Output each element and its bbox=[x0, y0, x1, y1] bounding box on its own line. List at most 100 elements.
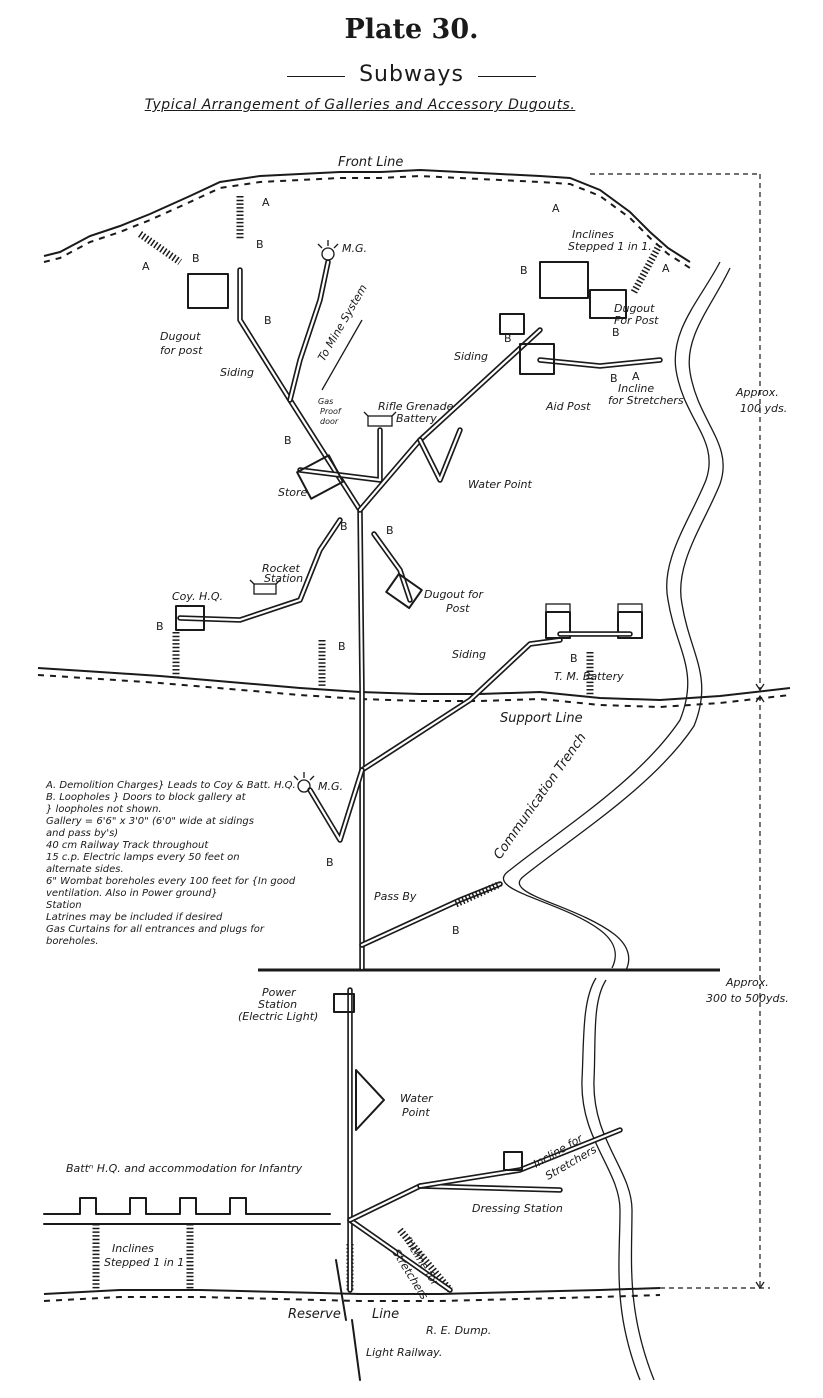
marker-b: B bbox=[256, 238, 264, 251]
marker-b: B bbox=[612, 326, 620, 339]
approx-bottom-label: Approx. bbox=[725, 976, 769, 989]
store-label: Store bbox=[278, 486, 308, 499]
siding-left-label: Siding bbox=[220, 366, 254, 379]
rocket-station-label-2: Station bbox=[264, 572, 303, 585]
incline-stretchers-label: Incline bbox=[618, 382, 654, 395]
subtitle-row: Subways bbox=[0, 62, 823, 87]
legend-line: and pass by's) bbox=[46, 828, 119, 839]
dressing-station-label: Dressing Station bbox=[472, 1202, 563, 1215]
upper-chambers bbox=[175, 261, 643, 639]
marker-b: B bbox=[452, 924, 460, 937]
reserve-line-label-suffix: Line bbox=[372, 1307, 399, 1322]
water-point-lower-label: Water bbox=[400, 1092, 434, 1105]
power-station-label: Power bbox=[262, 986, 297, 999]
communication-trench-label: Communication Trench bbox=[491, 730, 590, 862]
legend-line: Latrines may be included if desired bbox=[46, 912, 223, 923]
legend-line: 40 cm Railway Track throughout bbox=[46, 840, 209, 851]
communication-trench bbox=[502, 261, 731, 1381]
marker-b: B bbox=[504, 332, 512, 345]
power-station-label-3: (Electric Light) bbox=[238, 1010, 318, 1023]
approx-top-label-2: 100 yds. bbox=[740, 402, 787, 415]
dugout-post-right-label-2: For Post bbox=[614, 314, 659, 327]
inclines-stepped-lower-label: Inclines bbox=[112, 1242, 154, 1255]
legend-line: ventilation. Also in Power ground} bbox=[46, 888, 218, 899]
marker-b: B bbox=[340, 520, 348, 533]
gas-proof-door-label-2: Proof bbox=[320, 407, 342, 416]
approx-top-label: Approx. bbox=[735, 386, 779, 399]
legend-line: Gallery = 6'6" x 3'0" (6'0" wide at sidi… bbox=[46, 816, 254, 827]
marker-a: A bbox=[262, 196, 270, 209]
dugout-post-left-label: Dugout bbox=[160, 330, 201, 343]
tm-battery-label: T. M. Battery bbox=[554, 670, 624, 683]
aid-post-label: Aid Post bbox=[545, 400, 591, 413]
siding-right-label: Siding bbox=[454, 350, 488, 363]
legend-line: A. Demolition Charges} Leads to Coy & Ba… bbox=[46, 780, 296, 791]
rifle-grenade-label: Rifle Grenade bbox=[378, 400, 454, 413]
power-station-label-2: Station bbox=[258, 998, 297, 1011]
title-rule-right bbox=[477, 76, 536, 77]
rifle-grenade-label-2: Battery bbox=[396, 412, 437, 425]
legend-line: alternate sides. bbox=[46, 864, 124, 875]
legend-line: 15 c.p. Electric lamps every 50 feet on bbox=[46, 852, 240, 863]
mg-emplacement-lower bbox=[293, 772, 315, 793]
legend-line: boreholes. bbox=[46, 936, 99, 947]
mine-system-line bbox=[321, 319, 363, 391]
letter-markers: A A B B B B B B A A B B B B A B B B B B bbox=[142, 196, 670, 937]
marker-b: B bbox=[326, 856, 334, 869]
pass-by-label: Pass By bbox=[374, 890, 417, 903]
legend-line: } loopholes not shown. bbox=[46, 804, 162, 815]
caption: Typical Arrangement of Galleries and Acc… bbox=[144, 97, 576, 113]
upper-galleries bbox=[177, 259, 663, 971]
dugout-post-mid-label: Dugout for bbox=[424, 588, 485, 601]
inclines-stepped-top-label-2: Stepped 1 in 1. bbox=[568, 240, 652, 253]
title-rule-left bbox=[287, 76, 346, 77]
support-line-label: Support Line bbox=[500, 711, 583, 726]
reserve-line-trench bbox=[43, 1287, 661, 1302]
rocket-station-label: Rocket bbox=[262, 562, 301, 575]
light-railway-label: Light Railway. bbox=[366, 1346, 442, 1359]
marker-a: A bbox=[662, 262, 670, 275]
mg-top-label: M.G. bbox=[342, 242, 367, 255]
water-point-lower-label-2: Point bbox=[402, 1106, 430, 1119]
marker-b: B bbox=[520, 264, 528, 277]
dugout-post-right-label: Dugout bbox=[614, 302, 655, 315]
lower-galleries bbox=[43, 987, 623, 1381]
legend-line: B. Loopholes } Doors to block gallery at bbox=[46, 792, 246, 803]
water-point-label: Water Point bbox=[468, 478, 533, 491]
mg-lower-label: M.G. bbox=[318, 780, 343, 793]
marker-a: A bbox=[552, 202, 560, 215]
approx-bottom-label-2: 300 to 500yds. bbox=[706, 992, 789, 1005]
tm-battery-emplacements bbox=[545, 603, 643, 613]
incline-stretchers-label-2: for Stretchers bbox=[608, 394, 684, 407]
reserve-line-label: Reserve bbox=[288, 1307, 341, 1322]
marker-b: B bbox=[192, 252, 200, 265]
marker-b: B bbox=[610, 372, 618, 385]
legend-line: Gas Curtains for all entrances and plugs… bbox=[46, 924, 265, 935]
support-line-trench bbox=[37, 667, 791, 709]
marker-a: A bbox=[632, 370, 640, 383]
marker-b: B bbox=[570, 652, 578, 665]
battn-hq-label: Battⁿ H.Q. and accommodation for Infantr… bbox=[66, 1162, 303, 1175]
dugout-post-left-label-2: for post bbox=[160, 344, 203, 357]
plate-title: Plate 30. bbox=[344, 14, 479, 45]
coy-hq-label: Coy. H.Q. bbox=[172, 590, 223, 603]
inclines-stepped-lower-label-2: Stepped 1 in 1 bbox=[104, 1256, 184, 1269]
marker-b: B bbox=[284, 434, 292, 447]
mg-emplacement-top bbox=[317, 240, 339, 261]
legend-line: Station bbox=[46, 900, 82, 911]
marker-a: A bbox=[142, 260, 150, 273]
gas-proof-door-label-3: door bbox=[320, 417, 339, 426]
marker-b: B bbox=[264, 314, 272, 327]
inclines-stepped-top-label: Inclines bbox=[572, 228, 614, 241]
front-line-label: Front Line bbox=[338, 155, 403, 170]
subtitle: Subways bbox=[359, 62, 464, 87]
front-line-trench bbox=[43, 168, 691, 269]
distance-markers bbox=[590, 173, 770, 1290]
re-dump-label: R. E. Dump. bbox=[426, 1324, 491, 1337]
marker-b: B bbox=[338, 640, 346, 653]
rifle-grenade-battery bbox=[363, 411, 397, 427]
marker-b: B bbox=[156, 620, 164, 633]
siding-lower-label: Siding bbox=[452, 648, 486, 661]
legend-block: A. Demolition Charges} Leads to Coy & Ba… bbox=[46, 780, 346, 948]
